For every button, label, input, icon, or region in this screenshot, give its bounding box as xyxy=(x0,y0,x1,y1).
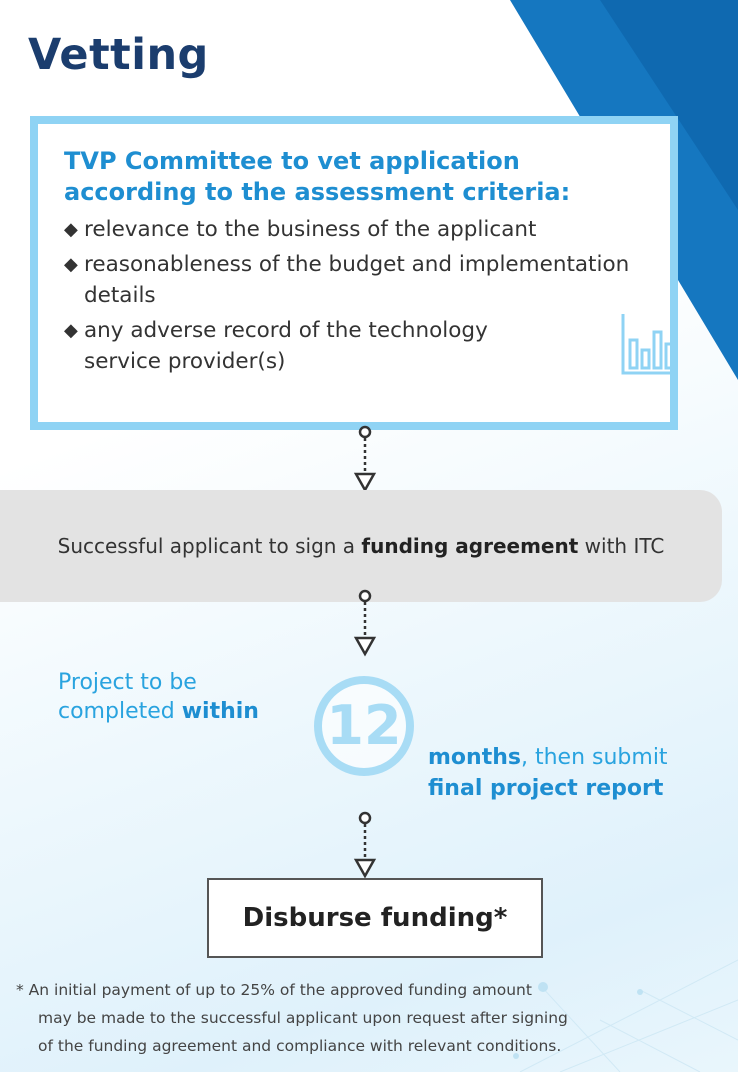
project-completion-text: Project to be completed within xyxy=(58,668,308,726)
project-line-1: Project to be xyxy=(58,670,197,695)
criteria-item: ◆ any adverse record of the technology s… xyxy=(64,315,646,377)
criteria-heading: TVP Committee to vet application accordi… xyxy=(64,147,571,206)
criteria-item-text: reasonableness of the budget and impleme… xyxy=(84,252,630,308)
footnote-line: of the funding agreement and compliance … xyxy=(38,1037,562,1055)
agreement-text: Successful applicant to sign a funding a… xyxy=(57,534,665,558)
diamond-bullet-icon: ◆ xyxy=(64,219,78,240)
diamond-bullet-icon: ◆ xyxy=(64,254,78,275)
assessment-criteria-box: TVP Committee to vet application accordi… xyxy=(30,116,678,430)
criteria-item-text: relevance to the business of the applica… xyxy=(84,217,537,242)
footnote: * An initial payment of up to 25% of the… xyxy=(16,976,732,1060)
flow-connector-arrow xyxy=(353,811,377,879)
months-line: months, then submit xyxy=(428,745,668,770)
footnote-line: * An initial payment of up to 25% of the… xyxy=(16,981,532,999)
flow-connector-arrow xyxy=(353,589,377,657)
criteria-item: ◆ reasonableness of the budget and imple… xyxy=(64,249,646,311)
twelve-months-ring: 12 xyxy=(314,676,414,776)
disburse-funding-step: Disburse funding* xyxy=(207,878,543,958)
agreement-bold-text: funding agreement xyxy=(361,534,579,558)
months-text: months, then submit final project report xyxy=(428,742,668,804)
bar-chart-icon xyxy=(621,314,675,375)
criteria-item: ◆ relevance to the business of the appli… xyxy=(64,214,646,245)
page-title: Vetting xyxy=(28,30,209,80)
footnote-line: may be made to the successful applicant … xyxy=(38,1009,568,1027)
criteria-list: ◆ relevance to the business of the appli… xyxy=(64,214,646,377)
flow-connector-arrow xyxy=(353,425,377,493)
final-report-text: final project report xyxy=(428,776,664,801)
months-number: 12 xyxy=(326,694,401,757)
funding-agreement-step: Successful applicant to sign a funding a… xyxy=(0,490,722,602)
diamond-bullet-icon: ◆ xyxy=(64,320,78,341)
disburse-label: Disburse funding* xyxy=(242,903,508,933)
criteria-item-text: any adverse record of the technology ser… xyxy=(84,318,488,374)
project-line-2: completed within xyxy=(58,699,259,724)
